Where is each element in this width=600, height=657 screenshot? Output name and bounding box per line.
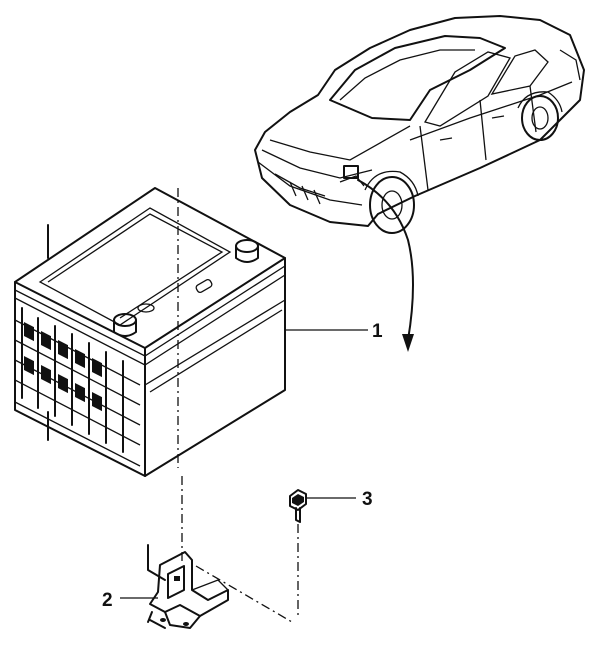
- car-illustration: [254, 15, 585, 234]
- bolt-illustration: [289, 489, 307, 523]
- location-arrow: [357, 179, 414, 352]
- callout-number-1: 1: [372, 321, 383, 342]
- bracket-bolt-centerline: [195, 565, 293, 623]
- assembly-centerline: [177, 188, 183, 562]
- callout-number-3: 3: [362, 489, 373, 510]
- battery-illustration: [14, 187, 286, 477]
- battery-ribs: [14, 307, 141, 453]
- callout-number-2: 2: [102, 590, 113, 611]
- hold-down-bracket-illustration: [147, 544, 229, 629]
